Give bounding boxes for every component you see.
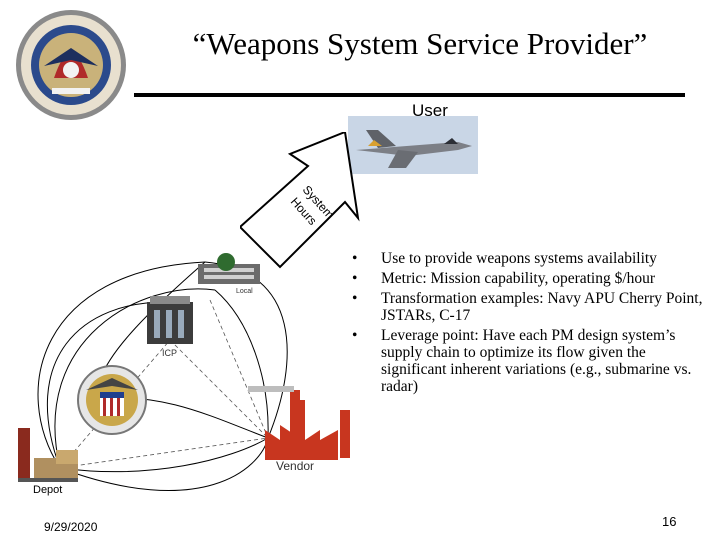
local-label: Local (236, 288, 253, 295)
footer-date: 9/29/2020 (44, 520, 98, 534)
bullet-text: Use to provide weapons systems availabil… (381, 250, 657, 267)
bullet-marker: • (352, 250, 358, 267)
vendor-label: Vendor (276, 459, 315, 473)
bullet-item: • Metric: Mission capability, operating $… (352, 270, 712, 287)
agency-seal-logo (16, 10, 126, 120)
bullet-marker: • (352, 290, 358, 307)
arrow-text: System Hours (288, 183, 337, 228)
bullet-item: • Leverage point: Have each PM design sys… (352, 327, 712, 395)
dla-seal-icon (77, 365, 147, 435)
title-underline (134, 93, 685, 97)
icp-label: ICP (162, 348, 178, 358)
page-title: “Weapons System Service Provider” (192, 26, 648, 61)
user-label: User (412, 101, 448, 120)
depot-icon (18, 428, 78, 482)
system-hours-arrow (240, 132, 360, 269)
bullet-text: Transformation examples: Navy APU Cherry… (381, 290, 703, 324)
bullet-list: • Use to provide weapons systems availabi… (352, 250, 712, 398)
vendor-factory-icon (248, 386, 350, 460)
icp-building-icon (147, 296, 193, 344)
bullet-item: • Transformation examples: Navy APU Cherr… (352, 290, 712, 324)
fighter-jet-image (348, 116, 478, 174)
supply-network-diagram (18, 253, 350, 491)
bullet-marker: • (352, 327, 358, 344)
bullet-text: Leverage point: Have each PM design syst… (381, 327, 692, 395)
page-number: 16 (662, 514, 677, 529)
bullet-marker: • (352, 270, 358, 287)
local-building-icon (198, 253, 260, 284)
bullet-item: • Use to provide weapons systems availabi… (352, 250, 712, 267)
bullet-text: Metric: Mission capability, operating $/… (381, 270, 656, 287)
depot-label: Depot (33, 484, 63, 496)
